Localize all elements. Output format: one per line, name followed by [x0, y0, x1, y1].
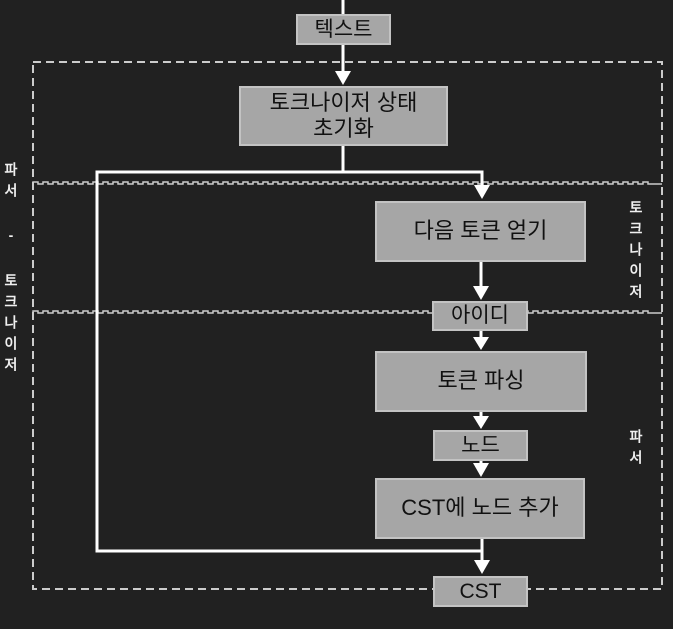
node-node: 노드	[433, 430, 528, 461]
section-separator-tokenizer-parser	[32, 310, 662, 314]
arrowhead-init	[335, 71, 351, 85]
node-init-tokenizer-state: 토크나이저 상태 초기화	[239, 86, 448, 146]
arrowhead-add	[473, 463, 489, 477]
label-parser: 파서	[628, 429, 644, 471]
label-parser-tokenizer: 파서 - 토크나이저	[3, 162, 19, 378]
arrowhead-cst	[474, 560, 490, 574]
section-separator-tokenizer-top	[32, 181, 662, 185]
arrowhead-parse	[473, 337, 489, 350]
edge-loop-to-get-next-token	[95, 170, 484, 553]
arrowhead-node	[473, 416, 489, 429]
arrowhead-get-next-token	[474, 185, 490, 199]
parser-tokenizer-boundary	[32, 61, 663, 590]
node-text-input: 텍스트	[296, 14, 391, 45]
node-parse-token: 토큰 파싱	[375, 351, 587, 412]
node-get-next-token: 다음 토큰 얻기	[375, 201, 586, 262]
node-cst-output: CST	[433, 576, 528, 607]
node-add-node-to-cst: CST에 노드 추가	[375, 478, 585, 539]
arrowhead-id	[473, 286, 489, 300]
label-tokenizer: 토크나이저	[628, 200, 644, 305]
node-token-id: 아이디	[432, 301, 528, 331]
